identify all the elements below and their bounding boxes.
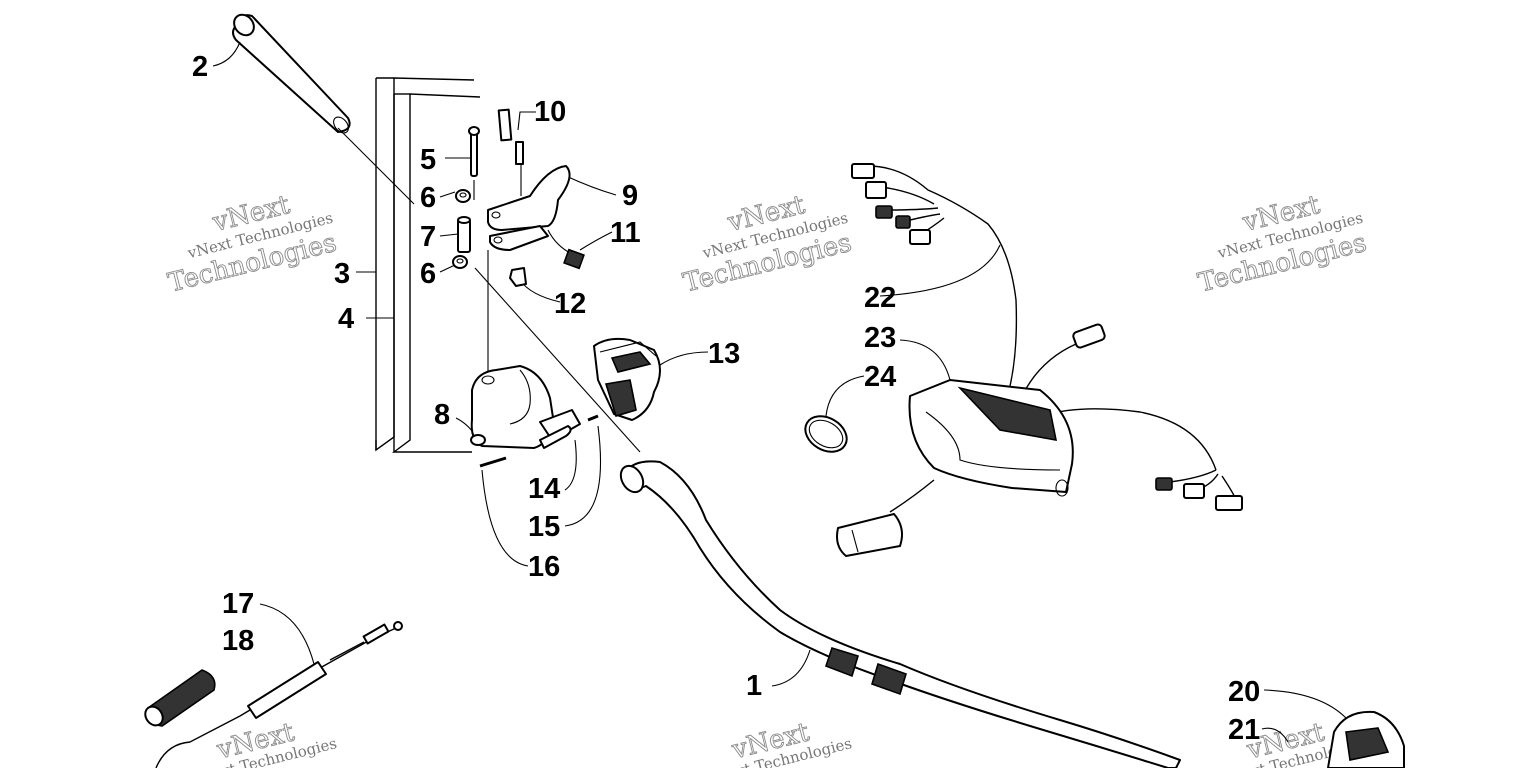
- throttle-lever-part: [487, 108, 585, 270]
- handlebar-knurl: [824, 647, 907, 696]
- callout-6b: 6: [420, 258, 436, 290]
- callout-14: 14: [528, 473, 560, 505]
- watermark-center: vNext vNext Technologies Technologies: [680, 189, 855, 299]
- pin-part: [468, 126, 480, 177]
- watermark-right: vNext vNext Technologies Technologies: [1195, 189, 1370, 299]
- callout-18: 18: [222, 625, 254, 657]
- callout-20: 20: [1228, 676, 1260, 708]
- throttle-cable-part: [155, 621, 403, 768]
- callout-6a: 6: [420, 182, 436, 214]
- callout-2: 2: [192, 51, 208, 83]
- headlight-pod-part: [908, 379, 1074, 497]
- callout-3: 3: [334, 258, 350, 290]
- callout-9: 9: [622, 180, 638, 212]
- kit-bracket-4: [391, 93, 481, 453]
- callout-1: 1: [746, 670, 762, 702]
- clip-part: [509, 267, 527, 287]
- callout-24: 24: [864, 361, 896, 393]
- washer-part: [455, 189, 471, 203]
- callout-8: 8: [434, 399, 450, 431]
- callout-11: 11: [610, 217, 641, 249]
- callout-10: 10: [534, 96, 566, 128]
- watermark-left: vNext vNext Technologies Technologies: [165, 189, 340, 299]
- callout-7: 7: [420, 221, 436, 253]
- callout-17: 17: [222, 588, 254, 620]
- callout-15: 15: [528, 511, 560, 543]
- throttle-housing-part: [470, 365, 581, 449]
- callout-13: 13: [708, 338, 740, 370]
- leader-lines: [212, 41, 1347, 743]
- bushing-part: [457, 216, 471, 253]
- callout-16: 16: [528, 551, 560, 583]
- callout-23: 23: [864, 322, 896, 354]
- watermark-bottom-left: vNext vNext Technologies: [189, 717, 339, 768]
- callout-labels: 1 2 3 4 5 6 7 6 8 9 10 11 12 13 14 15 16…: [192, 51, 1260, 746]
- callout-4: 4: [338, 303, 354, 335]
- cable-boot-part: [144, 669, 216, 727]
- callout-5: 5: [420, 144, 436, 176]
- hose-clamp-part: [804, 415, 848, 453]
- callout-22: 22: [864, 282, 896, 314]
- watermark-bottom-center: vNext vNext Technologies: [704, 717, 854, 768]
- washer-part-lower: [452, 255, 468, 269]
- hand-grip-part: [232, 13, 351, 134]
- switch-housing-part: [593, 337, 661, 421]
- screw-part: [479, 414, 599, 468]
- brake-switch-part: [1327, 710, 1405, 768]
- callout-21: 21: [1228, 714, 1260, 746]
- wiring-harness-part: [836, 163, 1243, 557]
- callout-12: 12: [554, 288, 586, 320]
- handlebar-part: [619, 460, 1181, 768]
